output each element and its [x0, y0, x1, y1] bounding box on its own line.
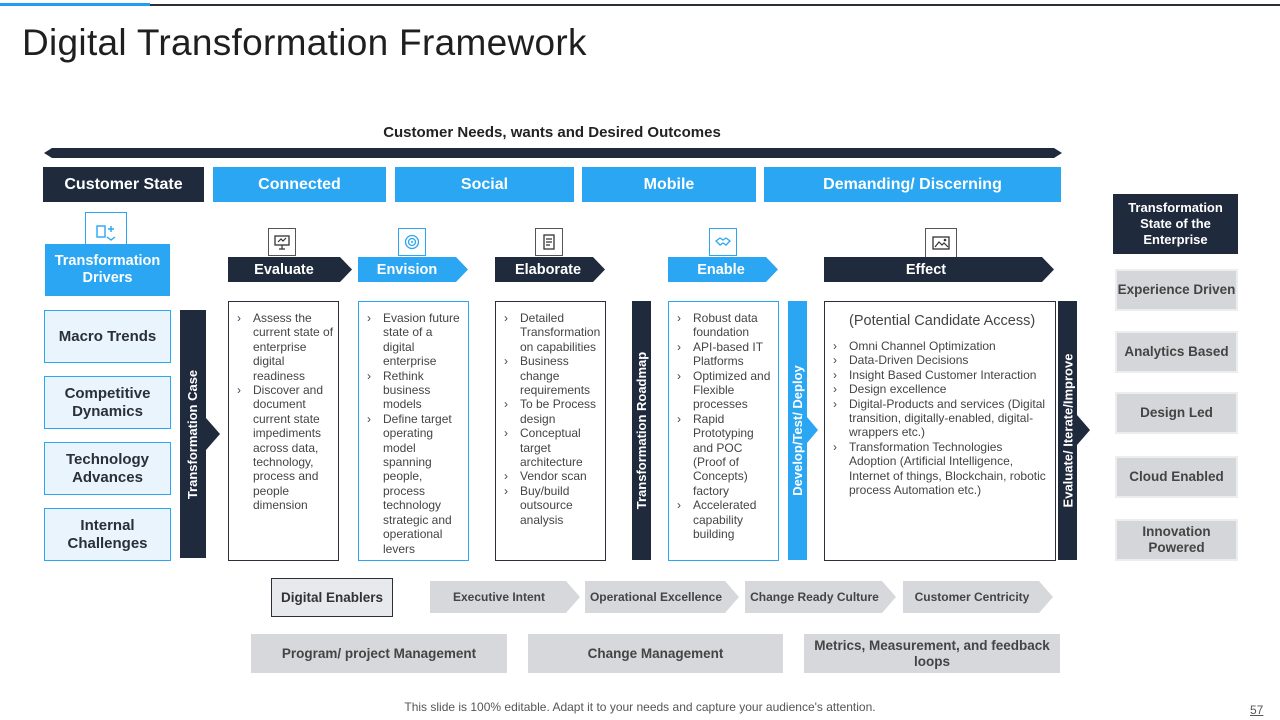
transformation-case-label: Transformation Case	[185, 369, 201, 499]
driver-technology-advances: Technology Advances	[44, 442, 171, 495]
enabler-executive-intent: Executive Intent	[430, 581, 580, 613]
enable-item: Optimized and Flexible processes	[675, 369, 774, 412]
enabler-operational-excellence: Operational Excellence	[585, 581, 739, 613]
digital-enablers-title: Digital Enablers	[271, 578, 393, 617]
effect-item: Omni Channel Optimization	[831, 339, 1051, 354]
transformation-case-label-wrap: Transformation Case	[180, 310, 206, 558]
enabler-chevron-shape	[585, 581, 739, 613]
enabler-chevron-shape	[903, 581, 1053, 613]
drivers-title: Transformation Drivers	[45, 244, 170, 296]
effect-item: Data-Driven Decisions	[831, 353, 1051, 368]
enabler-change-ready-culture: Change Ready Culture	[745, 581, 896, 613]
enable-item: Accelerated capability building	[675, 498, 774, 541]
program-project-management: Program/ project Management	[251, 634, 507, 673]
evaluate-stage: Evaluate	[254, 261, 314, 278]
effect-stage: Effect	[905, 261, 947, 278]
effect-stage-arrow	[824, 257, 1054, 282]
change-management: Change Management	[528, 634, 783, 673]
document-icon	[535, 228, 563, 256]
mobile-header: Mobile	[582, 167, 756, 202]
transformation-roadmap-bar: Transformation Roadmap	[632, 301, 651, 560]
evaluate-item: Discover and document current state impe…	[235, 383, 334, 513]
elaborate-stage: Elaborate	[514, 261, 582, 278]
enabler-label: Customer Centricity	[914, 590, 1030, 604]
presentation-icon	[268, 228, 296, 256]
transformation-case-bar	[180, 310, 220, 558]
customer-needs-label: Customer Needs, wants and Desired Outcom…	[383, 124, 721, 141]
handshake-icon	[709, 228, 737, 256]
driver-macro-trends: Macro Trends	[44, 310, 171, 363]
envision-stage: Envision	[376, 261, 438, 278]
driver-competitive-dynamics: Competitive Dynamics	[44, 376, 171, 429]
envision-stage-arrow	[358, 257, 468, 282]
enable-item: API-based IT Platforms	[675, 340, 774, 369]
transformation-roadmap-label: Transformation Roadmap	[634, 351, 649, 510]
evaluate-iterate-improve-label-wrap: Evaluate/ Iterate/Improve	[1058, 301, 1077, 560]
target-icon	[398, 228, 426, 256]
develop-test-deploy-bar	[788, 301, 818, 560]
elaborate-item: Detailed Transformation on capabilities	[502, 311, 601, 354]
page-title: Digital Transformation Framework	[22, 22, 587, 63]
develop-test-deploy-label-wrap: Develop/Test/ Deploy	[788, 301, 807, 560]
enabler-label: Change Ready Culture	[750, 590, 879, 604]
driver-internal-challenges: Internal Challenges	[44, 508, 171, 561]
effect-item: Digital-Products and services (Digital t…	[831, 397, 1051, 440]
enable-item: Rapid Prototyping and POC (Proof of Conc…	[675, 412, 774, 498]
enable-card: Robust data foundation API-based IT Plat…	[668, 301, 779, 561]
effect-item: Insight Based Customer Interaction	[831, 368, 1051, 383]
page-number: 57	[1250, 703, 1264, 717]
top-rule	[0, 4, 1280, 6]
envision-item: Evasion future state of a digital enterp…	[365, 311, 464, 369]
enabler-label: Operational Excellence	[589, 590, 723, 604]
elaborate-item: Buy/build outsource analysis	[502, 484, 601, 527]
state-cloud-enabled: Cloud Enabled	[1115, 456, 1238, 498]
enabler-chevron-shape	[430, 581, 580, 613]
enabler-chevron-shape	[745, 581, 896, 613]
evaluate-iterate-improve-label: Evaluate/ Iterate/Improve	[1060, 353, 1075, 508]
social-header: Social	[395, 167, 574, 202]
effect-card: (Potential Candidate Access) Omni Channe…	[824, 301, 1056, 561]
effect-item: Transformation Technologies Adoption (Ar…	[831, 440, 1051, 498]
effect-heading: (Potential Candidate Access)	[849, 313, 1036, 329]
envision-item: Define target operating model spanning p…	[365, 412, 464, 556]
footer-note: This slide is 100% editable. Adapt it to…	[404, 700, 876, 714]
enabler-label: Executive Intent	[452, 590, 546, 604]
enabler-customer-centricity: Customer Centricity	[903, 581, 1053, 613]
elaborate-card: Detailed Transformation on capabilities …	[495, 301, 606, 561]
top-rule-accent	[0, 3, 150, 6]
envision-card: Evasion future state of a digital enterp…	[358, 301, 469, 561]
elaborate-stage-arrow	[495, 257, 605, 282]
enable-stage: Enable	[697, 261, 745, 278]
customer-state-header: Customer State	[43, 167, 204, 202]
evaluate-iterate-improve-bar	[1058, 301, 1090, 560]
elaborate-item: To be Process design	[502, 397, 601, 426]
elaborate-item: Business change requirements	[502, 354, 601, 397]
double-arrow-bar	[44, 148, 1062, 158]
evaluate-card: Assess the current state of enterprise d…	[228, 301, 339, 561]
develop-test-deploy-label: Develop/Test/ Deploy	[790, 365, 806, 496]
state-innovation-powered: Innovation Powered	[1115, 519, 1238, 561]
connected-header: Connected	[213, 167, 386, 202]
enable-stage-arrow	[668, 257, 778, 282]
effect-item: Design excellence	[831, 382, 1051, 397]
state-analytics-based: Analytics Based	[1115, 331, 1238, 373]
demanding-header: Demanding/ Discerning	[764, 167, 1061, 202]
transformation-state-title: Transformation State of the Enterprise	[1113, 194, 1238, 254]
state-experience-driven: Experience Driven	[1115, 269, 1238, 311]
evaluate-stage-arrow	[228, 257, 352, 282]
elaborate-item: Vendor scan	[502, 469, 601, 484]
image-icon	[925, 228, 957, 258]
metrics-measurement-feedback: Metrics, Measurement, and feedback loops	[804, 634, 1060, 673]
envision-item: Rethink business models	[365, 369, 464, 412]
state-design-led: Design Led	[1115, 392, 1238, 434]
enable-item: Robust data foundation	[675, 311, 774, 340]
evaluate-item: Assess the current state of enterprise d…	[235, 311, 334, 383]
elaborate-item: Conceptual target architecture	[502, 426, 601, 469]
